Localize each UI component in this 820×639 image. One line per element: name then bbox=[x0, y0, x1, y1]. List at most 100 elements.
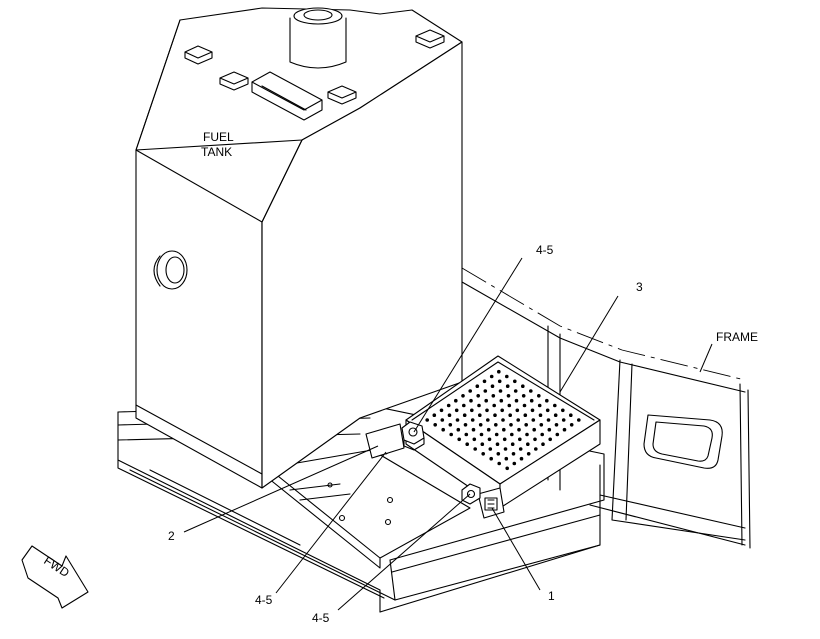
vent-hole bbox=[492, 403, 497, 408]
vent-hole bbox=[462, 413, 467, 418]
vent-hole bbox=[518, 437, 522, 442]
vent-hole bbox=[500, 408, 505, 413]
bolt-lower bbox=[461, 483, 481, 505]
fwd-arrow-icon: FWD bbox=[21, 545, 89, 609]
vent-hole bbox=[510, 442, 515, 447]
vent-hole bbox=[515, 408, 520, 413]
vent-hole bbox=[490, 384, 495, 389]
vent-hole bbox=[470, 408, 474, 413]
vent-hole bbox=[497, 379, 502, 384]
vent-hole bbox=[461, 394, 465, 398]
vent-hole bbox=[513, 389, 518, 393]
vent-hole bbox=[506, 394, 511, 398]
vent-hole bbox=[539, 423, 544, 427]
vent-hole bbox=[454, 408, 459, 413]
vent-hole bbox=[501, 418, 505, 422]
vent-hole bbox=[499, 398, 504, 403]
vent-hole bbox=[483, 389, 488, 393]
vent-hole bbox=[457, 437, 462, 442]
vent-hole bbox=[464, 432, 469, 437]
vent-hole bbox=[546, 418, 551, 422]
vent-hole bbox=[488, 447, 493, 451]
vent-hole bbox=[525, 432, 529, 437]
vent-hole bbox=[468, 389, 473, 393]
box-vent-holes bbox=[425, 369, 581, 471]
vent-hole bbox=[508, 413, 512, 418]
vent-hole bbox=[519, 456, 524, 461]
leader-lines bbox=[183, 257, 713, 611]
connector bbox=[477, 487, 505, 519]
vent-hole bbox=[537, 403, 542, 408]
vent-hole bbox=[505, 374, 509, 379]
frame-rail bbox=[461, 267, 751, 549]
vent-hole bbox=[577, 418, 581, 422]
vent-hole bbox=[534, 447, 538, 451]
vent-hole bbox=[545, 408, 550, 413]
vent-hole bbox=[538, 413, 543, 418]
vent-hole bbox=[449, 432, 454, 437]
vent-hole bbox=[478, 413, 482, 418]
vent-hole bbox=[481, 452, 486, 456]
vent-hole bbox=[569, 413, 573, 418]
vent-hole bbox=[478, 423, 483, 427]
vent-hole bbox=[495, 442, 500, 447]
vent-hole bbox=[462, 403, 466, 408]
vent-hole bbox=[537, 394, 541, 398]
vent-hole bbox=[513, 379, 517, 384]
vent-hole bbox=[505, 384, 510, 389]
vent-hole bbox=[473, 447, 478, 451]
vent-hole bbox=[518, 447, 523, 451]
fuel-tank-label-line2: TANK bbox=[201, 145, 232, 159]
vent-hole bbox=[553, 413, 558, 418]
vent-hole bbox=[507, 403, 512, 408]
vent-hole bbox=[561, 408, 565, 413]
vent-hole bbox=[496, 452, 501, 456]
vent-hole bbox=[433, 423, 438, 427]
vent-hole bbox=[529, 398, 534, 403]
vent-hole bbox=[502, 437, 507, 442]
vent-hole bbox=[482, 379, 487, 384]
vent-hole bbox=[548, 437, 552, 442]
vent-hole bbox=[532, 427, 536, 432]
vent-hole bbox=[471, 427, 476, 432]
vent-hole bbox=[554, 423, 559, 427]
vent-hole bbox=[448, 423, 453, 427]
vent-hole bbox=[484, 398, 489, 403]
vent-hole bbox=[485, 408, 489, 413]
vent-hole bbox=[533, 437, 537, 442]
vent-hole bbox=[497, 461, 502, 466]
vent-hole bbox=[531, 418, 536, 422]
vent-hole bbox=[562, 427, 567, 432]
frame-label: FRAME bbox=[716, 330, 758, 344]
vent-hole bbox=[432, 413, 437, 418]
fuel-tank-label-line1: FUEL bbox=[203, 130, 234, 144]
vent-hole bbox=[498, 389, 503, 393]
vent-hole bbox=[526, 442, 530, 447]
callout-4-5-bottom: 4-5 bbox=[312, 611, 330, 625]
vent-hole bbox=[446, 403, 451, 408]
vent-hole bbox=[425, 418, 430, 422]
vent-hole bbox=[440, 418, 445, 422]
vent-hole bbox=[476, 394, 481, 398]
callout-2: 2 bbox=[168, 529, 175, 543]
vent-hole bbox=[472, 437, 477, 442]
vent-hole bbox=[555, 432, 560, 437]
vent-hole bbox=[455, 418, 460, 422]
vent-hole bbox=[553, 403, 557, 408]
vent-hole bbox=[494, 423, 498, 427]
vent-hole bbox=[489, 374, 494, 379]
vent-hole bbox=[486, 427, 491, 432]
vent-hole bbox=[521, 394, 526, 398]
vent-hole bbox=[497, 369, 501, 374]
vent-hole bbox=[523, 413, 528, 418]
vent-hole bbox=[447, 413, 452, 418]
callout-1: 1 bbox=[548, 589, 555, 603]
vent-hole bbox=[441, 427, 446, 432]
vent-hole bbox=[486, 418, 490, 422]
vent-hole bbox=[456, 427, 461, 432]
fuel-tank bbox=[135, 7, 463, 489]
vent-hole bbox=[463, 423, 468, 427]
vent-hole bbox=[514, 398, 519, 403]
callout-3: 3 bbox=[636, 280, 643, 294]
